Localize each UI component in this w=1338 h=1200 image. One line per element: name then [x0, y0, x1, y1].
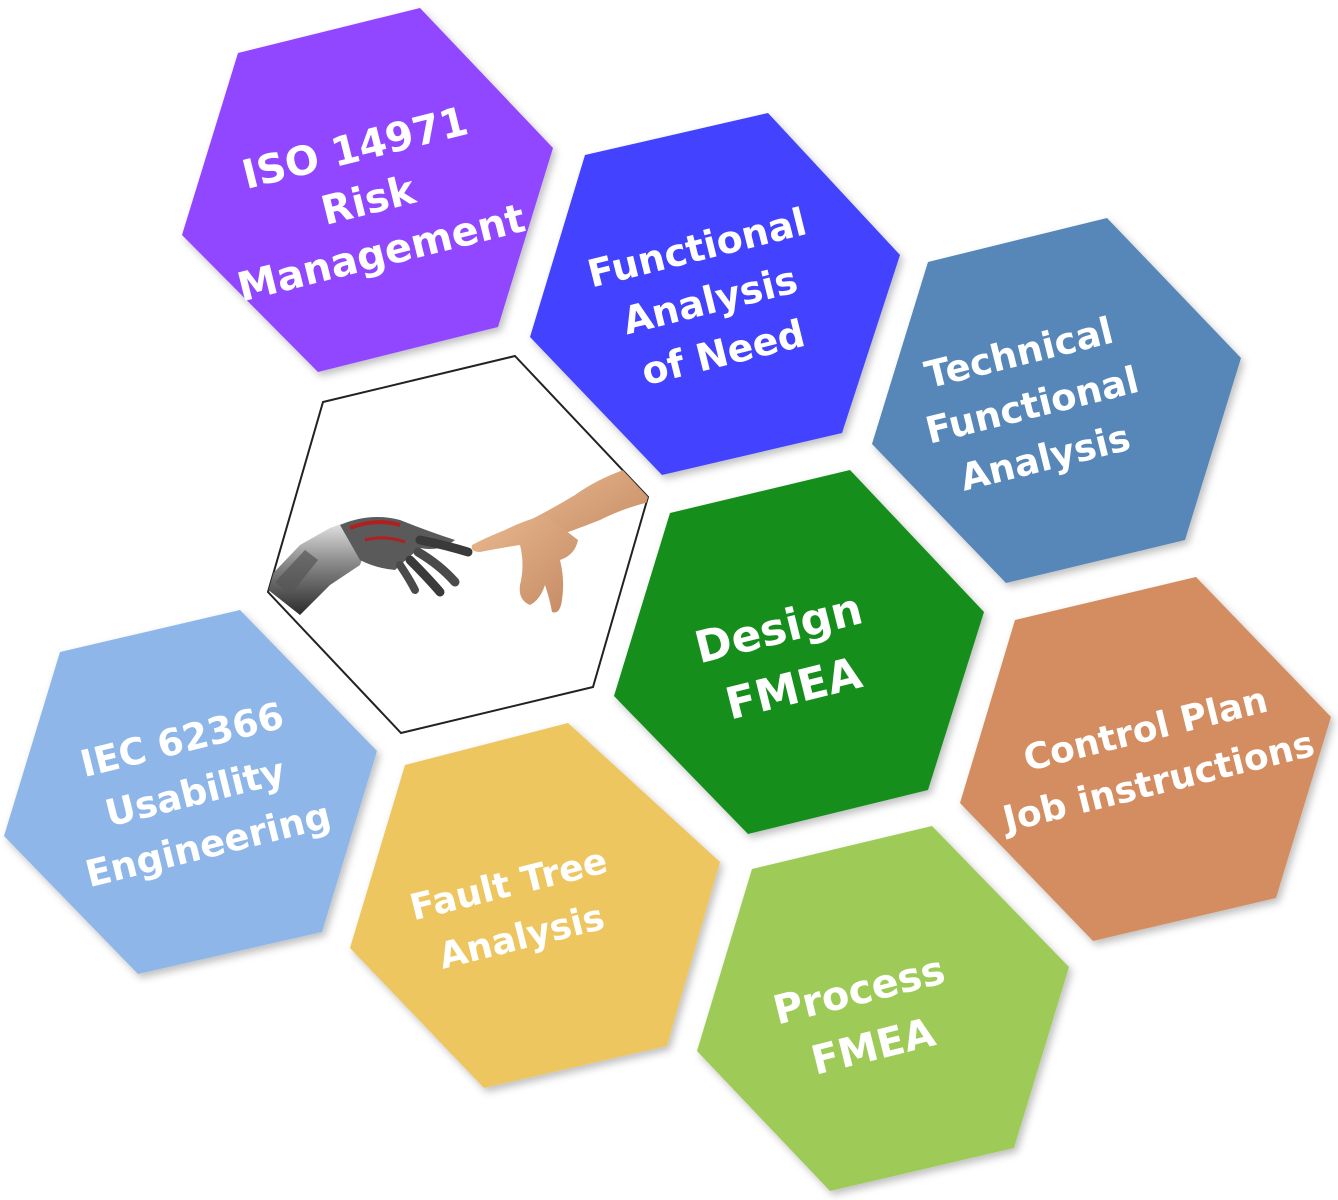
hexagon-shape: [960, 577, 1331, 941]
hexagon-fault-tree-analysis: Fault TreeAnalysis: [350, 723, 720, 1088]
center-hexagon: [266, 354, 650, 735]
hexagon-technical-functional-analysis: TechnicalFunctionalAnalysis: [872, 218, 1241, 583]
hexagon-iso-14971: ISO 14971RiskManagement: [182, 8, 553, 372]
hexagon-design-fmea: DesignFMEA: [614, 470, 984, 834]
hexagon-iec-62366: IEC 62366UsabilityEngineering: [4, 610, 377, 974]
hexagon-shape: [182, 8, 553, 372]
hexagon-shape: [350, 723, 720, 1088]
hexagon-shape: [530, 113, 900, 475]
hexagon-shape: [614, 470, 984, 834]
hexagon-process-fmea: ProcessFMEA: [697, 826, 1069, 1191]
hexagon-control-plan: Control PlanJob instructions: [960, 577, 1331, 941]
hexagon-shape: [872, 218, 1241, 583]
hexagon-shape: [4, 610, 377, 974]
hexagon-shape: [697, 826, 1069, 1191]
robot-human-hands-icon: [268, 460, 648, 615]
hexagon-functional-analysis-need: FunctionalAnalysisof Need: [530, 113, 900, 475]
